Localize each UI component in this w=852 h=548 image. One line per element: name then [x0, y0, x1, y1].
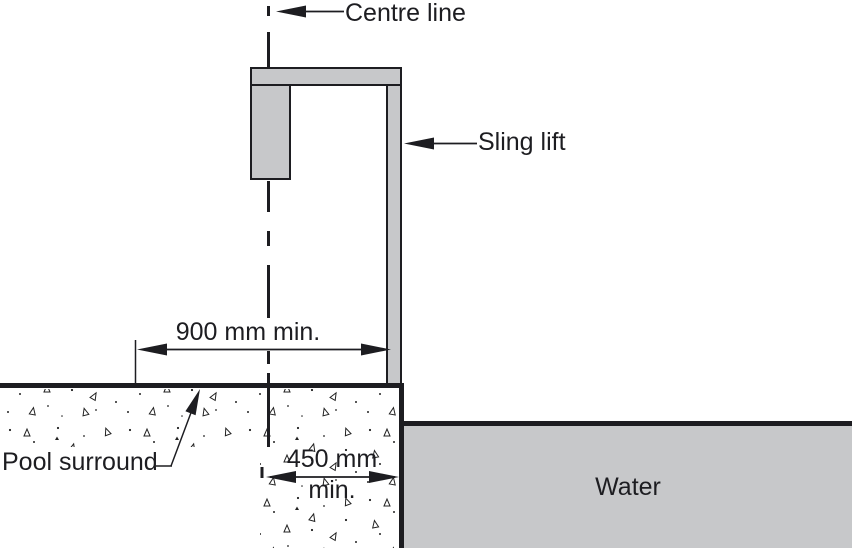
water-label: Water — [595, 472, 661, 501]
pool-surround-label: Pool surround — [2, 448, 158, 476]
dimension-900-arrow — [134, 340, 391, 384]
sling-lift-arrow — [404, 137, 477, 150]
lift-top-beam — [250, 67, 402, 86]
pool-surround-leader-arrow — [156, 389, 200, 467]
centre-line — [260, 6, 270, 478]
dimension-450-arrow — [266, 471, 399, 483]
pool-wall — [399, 386, 404, 548]
pool-surround-texture — [0, 389, 403, 548]
centre-line-label: Centre line — [345, 0, 466, 27]
water-area: Water — [404, 421, 852, 548]
centre-line-arrow — [276, 5, 344, 18]
dimension-900-label: 900 mm min. — [175, 318, 321, 346]
lift-carriage — [250, 84, 291, 180]
dimension-450-value: 450 mm — [286, 445, 378, 473]
ground-line — [0, 383, 404, 388]
sling-lift-label: Sling lift — [478, 128, 566, 156]
dimension-450-suffix: min. — [308, 476, 356, 504]
